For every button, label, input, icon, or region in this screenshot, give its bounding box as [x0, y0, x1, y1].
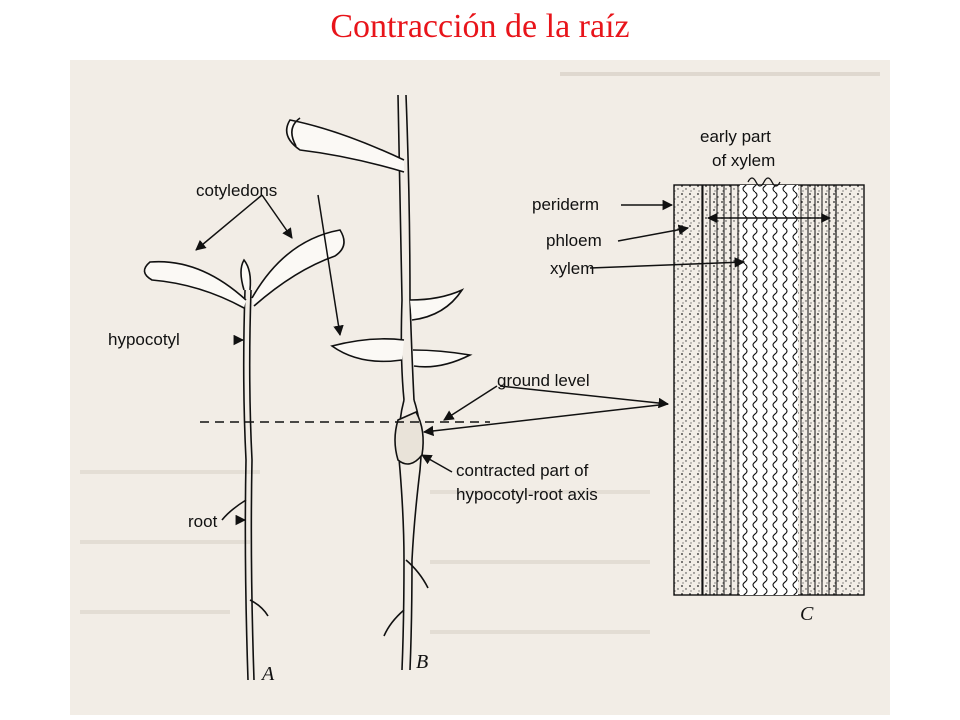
label-early-part-line-2: of xylem [712, 151, 775, 170]
label-contracted-line-1: contracted part of [456, 461, 589, 480]
label-periderm: periderm [532, 195, 599, 214]
label-phloem: phloem [546, 231, 602, 250]
label-hypocotyl: hypocotyl [108, 330, 180, 349]
panel-label-b: B [416, 651, 428, 673]
label-ground-level: ground level [497, 371, 590, 390]
panel-label-a: A [260, 663, 275, 685]
label-pointers [195, 194, 746, 526]
slide-title: Contracción de la raíz [330, 8, 630, 45]
seedling-a [143, 229, 345, 681]
label-cotyledons: cotyledons [196, 181, 277, 200]
panel-label-c: C [800, 603, 814, 625]
seedling-b [285, 94, 473, 671]
xylem-cross-section [673, 177, 865, 596]
label-contracted-line-2: hypocotyl-root axis [456, 485, 598, 504]
label-root: root [188, 512, 218, 531]
label-xylem: xylem [550, 259, 594, 278]
bleed-through-text [80, 72, 880, 634]
label-early-part-line-1: early part [700, 127, 771, 146]
